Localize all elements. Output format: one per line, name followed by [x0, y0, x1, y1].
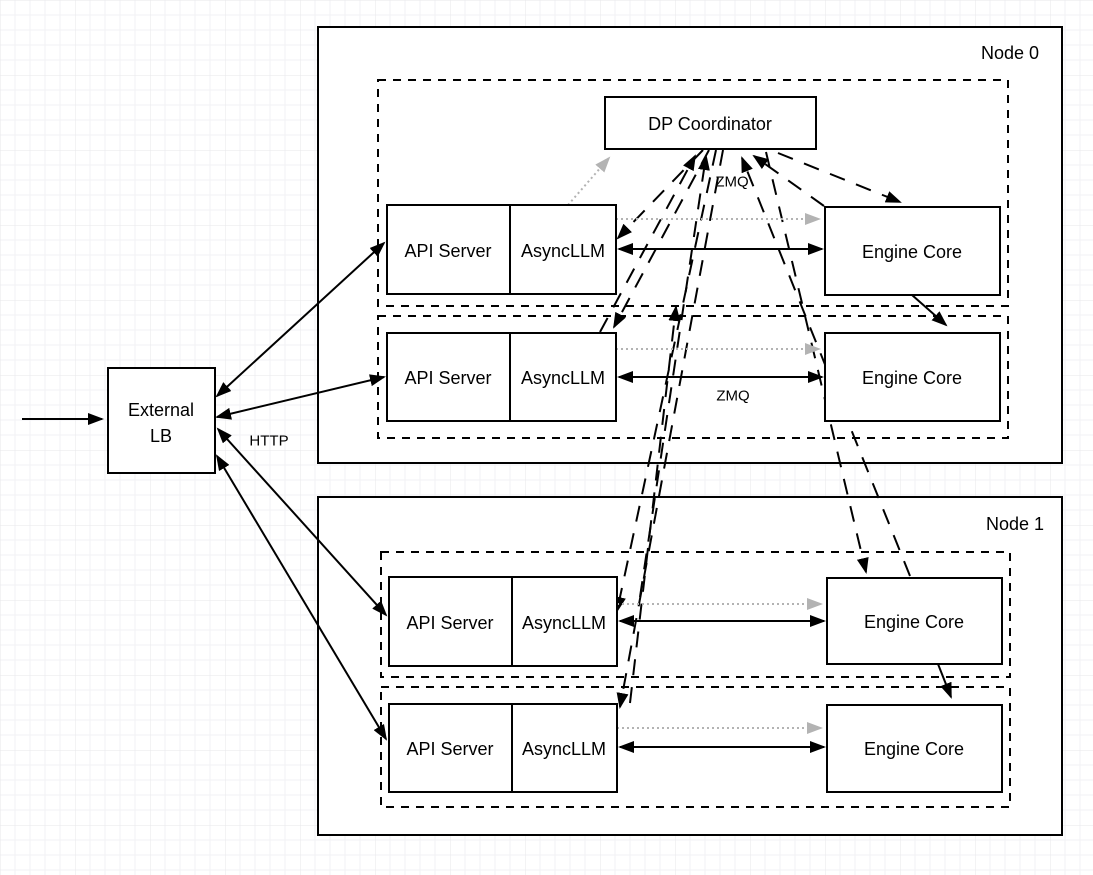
zmq-coordinator-edge-label: ZMQ: [715, 174, 748, 191]
node0-row0-engine-core-box: [824, 206, 1001, 296]
node0-row0-api-label: API Server: [404, 241, 491, 261]
edge-dp-to-n1r1-async: [616, 149, 724, 709]
dp-coordinator-label: DP Coordinator: [648, 114, 772, 134]
edge-dp-to-n0r0-engine: [777, 152, 902, 203]
node0-row0-api-asyncllm-box: [386, 204, 617, 295]
node1-row0-api-asyncllm-box: [388, 576, 618, 667]
edge-n1r1-async-to-dp: [629, 305, 681, 704]
external-lb-label-line1: External: [128, 400, 194, 420]
node0-row0-engine-label: Engine Core: [862, 242, 962, 262]
dp-coordinator-box: [604, 96, 817, 150]
node0-row0-subcontainer: [377, 79, 1009, 307]
edge-n0r0-engine-to-dp: [752, 154, 825, 207]
edge-n1r0-engine-to-n1r1-engine: [937, 663, 952, 699]
edge-n0r0-async-to-dp-dotted: [567, 156, 611, 206]
node0-label: Node 0: [981, 43, 1039, 63]
node1-row0-engine-label: Engine Core: [864, 612, 964, 632]
node1-row0-engine-core-box: [826, 577, 1003, 665]
edge-dp-to-n0r0-async: [616, 149, 704, 240]
zmq-row-edge-label: ZMQ: [716, 388, 749, 405]
edge-lb-n0r0-api: [215, 241, 386, 398]
node0-row1-async-label: AsyncLLM: [521, 368, 605, 388]
node1-row1-async-label: AsyncLLM: [522, 739, 606, 759]
edge-n0r1-async-to-dp: [599, 154, 696, 333]
node1-row1-api-asyncllm-box: [388, 703, 618, 793]
node1-row1-engine-label: Engine Core: [864, 739, 964, 759]
http-edge-label: HTTP: [249, 433, 288, 450]
edge-dp-to-n0r1-async: [613, 149, 710, 329]
node1-row0-api-label: API Server: [406, 613, 493, 633]
node1-label: Node 1: [986, 514, 1044, 534]
external-lb-label-line2: LB: [150, 426, 172, 446]
node0-row1-api-asyncllm-box: [386, 332, 617, 422]
node0-row1-api-label: API Server: [404, 368, 491, 388]
edge-lb-n0r1-api: [215, 374, 386, 420]
node0-row0-async-label: AsyncLLM: [521, 241, 605, 261]
edge-n1r0-async-to-dp: [639, 154, 710, 598]
edge-n0r0-engine-to-n0r1-engine: [911, 294, 948, 327]
edge-layer: [22, 149, 952, 753]
node1-row1-engine-core-box: [826, 704, 1003, 793]
edge-lb-n1r1-api: [215, 454, 388, 741]
node1-row1-api-label: API Server: [406, 739, 493, 759]
external-lb-box: [107, 367, 216, 474]
edge-dp-to-n1r0-engine: [765, 151, 869, 574]
node0-row1-engine-core-box: [824, 332, 1001, 422]
node0-row1-engine-label: Engine Core: [862, 368, 962, 388]
node1-row0-async-label: AsyncLLM: [522, 613, 606, 633]
